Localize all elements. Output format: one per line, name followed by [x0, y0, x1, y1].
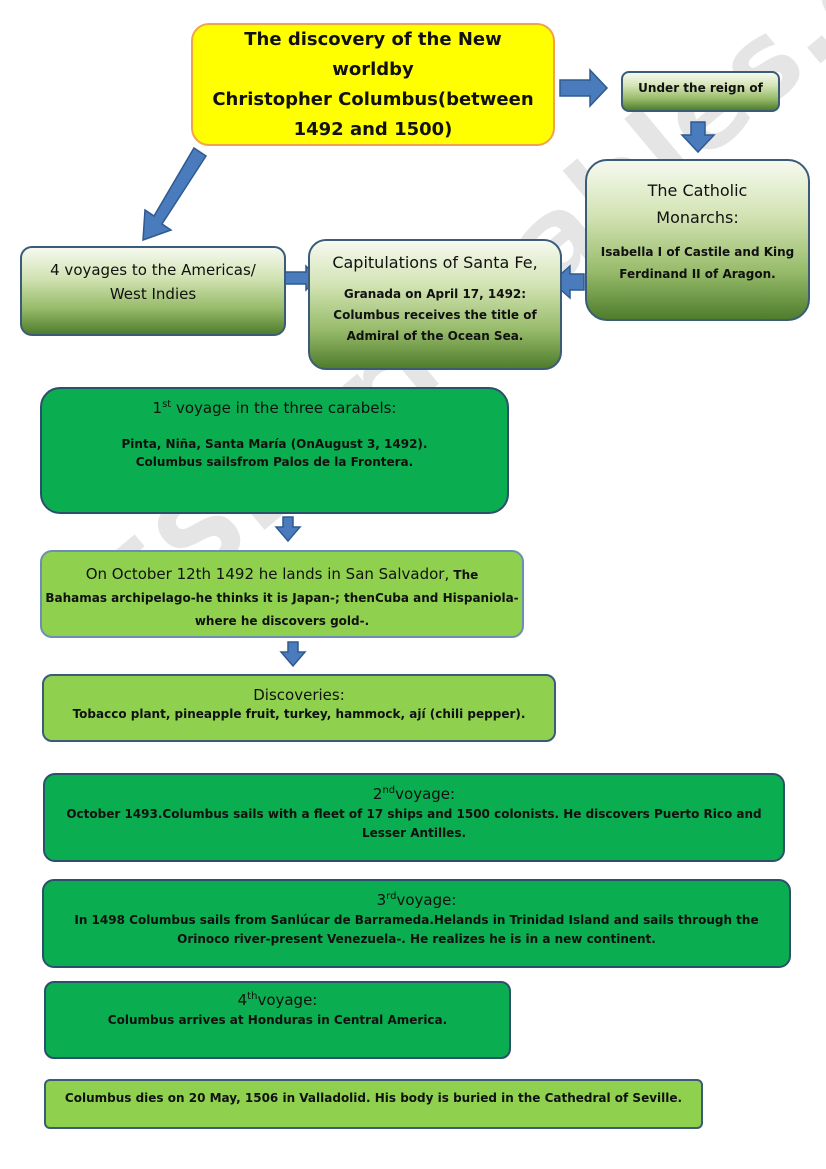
- four-voyages-line-1: 4 voyages to the Americas/: [50, 261, 256, 279]
- voyage-3-ordinal: rd: [386, 891, 397, 902]
- landing-line-2: Bahamas archipelago-he thinks it is Japa…: [45, 591, 519, 605]
- voyage-1-ordinal: st: [162, 399, 172, 410]
- voyage-2-ordinal: nd: [382, 785, 396, 796]
- voyage-3-node: 3rdvoyage: In 1498 Columbus sails from S…: [42, 879, 791, 968]
- voyage-3-number: 3: [376, 891, 387, 909]
- monarchs-heading-line-2: Monarchs:: [656, 208, 739, 227]
- voyage-4-body: Columbus arrives at Honduras in Central …: [107, 1013, 448, 1027]
- reign-label: Under the reign of: [638, 80, 763, 95]
- landing-tail: The: [449, 568, 479, 582]
- title-line-1: The discovery of the New worldby: [244, 28, 502, 80]
- voyage-1-heading-text: voyage in the three carabels:: [171, 399, 397, 417]
- santafe-body: Granada on April 17, 1492: Columbus rece…: [333, 284, 536, 347]
- arrow-down-icon: [274, 516, 302, 543]
- title-line-3: 1492 and 1500): [293, 118, 453, 140]
- monarchs-node: The Catholic Monarchs: Isabella I of Cas…: [585, 159, 810, 321]
- arrow-down-icon: [279, 641, 307, 668]
- landing-line-3: where he discovers gold-.: [194, 614, 370, 628]
- discoveries-node: Discoveries: Tobacco plant, pineapple fr…: [42, 674, 556, 742]
- voyage-3-heading-text: voyage:: [396, 891, 457, 909]
- monarchs-body-line-1: Isabella I of Castile and King: [600, 245, 795, 259]
- diagram-title: The discovery of the New worldby Christo…: [191, 23, 555, 146]
- voyage-4-node: 4thvoyage: Columbus arrives at Honduras …: [44, 981, 511, 1059]
- santafe-heading: Capitulations of Santa Fe,: [332, 253, 538, 272]
- death-node: Columbus dies on 20 May, 1506 in Vallado…: [44, 1079, 703, 1129]
- voyage-4-heading: 4thvoyage:: [238, 991, 318, 1009]
- voyage-1-node: 1st voyage in the three carabels: Pinta,…: [40, 387, 509, 514]
- voyage-4-ordinal: th: [247, 991, 258, 1002]
- four-voyages-node: 4 voyages to the Americas/ West Indies: [20, 246, 286, 336]
- voyage-1-heading: 1st voyage in the three carabels:: [153, 399, 397, 417]
- santafe-node: Capitulations of Santa Fe, Granada on Ap…: [308, 239, 562, 370]
- monarchs-heading-line-1: The Catholic: [647, 181, 748, 200]
- voyage-3-heading: 3rdvoyage:: [377, 891, 457, 909]
- voyage-2-node: 2ndvoyage: October 1493.Columbus sails w…: [43, 773, 785, 862]
- arrow-diagonal-icon: [142, 146, 208, 242]
- death-text: Columbus dies on 20 May, 1506 in Vallado…: [64, 1091, 683, 1105]
- discoveries-heading: Discoveries:: [253, 686, 345, 704]
- four-voyages-line-2: West Indies: [109, 285, 197, 303]
- landing-heading: On October 12th 1492 he lands in San Sal…: [85, 565, 450, 583]
- voyage-2-heading: 2ndvoyage:: [373, 785, 455, 803]
- monarchs-body-line-2: Ferdinand II of Aragon.: [619, 267, 776, 281]
- voyage-1-line-2: Columbus sailsfrom Palos de la Frontera.: [135, 455, 414, 469]
- arrow-down-icon: [680, 121, 716, 154]
- voyage-2-body: October 1493.Columbus sails with a fleet…: [66, 807, 762, 840]
- arrow-right-icon: [559, 68, 609, 108]
- voyage-2-number: 2: [372, 785, 383, 803]
- voyage-3-body: In 1498 Columbus sails from Sanlúcar de …: [74, 913, 759, 946]
- voyage-4-heading-text: voyage:: [257, 991, 318, 1009]
- voyage-4-number: 4: [237, 991, 248, 1009]
- landing-line-1: On October 12th 1492 he lands in San Sal…: [86, 562, 479, 587]
- title-line-2: Christopher Columbus(between: [212, 88, 534, 110]
- voyage-1-body: Pinta, Niña, Santa María (OnAugust 3, 14…: [122, 435, 428, 471]
- santafe-line-2: Columbus receives the title of: [333, 308, 537, 322]
- santafe-line-1: Granada on April 17, 1492:: [343, 287, 527, 301]
- voyage-2-heading-text: voyage:: [395, 785, 456, 803]
- discoveries-body: Tobacco plant, pineapple fruit, turkey, …: [72, 707, 526, 721]
- voyage-1-line-1: Pinta, Niña, Santa María (OnAugust 3, 14…: [121, 437, 428, 451]
- monarchs-heading: The Catholic Monarchs:: [648, 177, 748, 231]
- voyage-1-number: 1: [152, 399, 163, 417]
- santafe-line-3: Admiral of the Ocean Sea.: [346, 329, 524, 343]
- reign-node: Under the reign of: [621, 71, 780, 112]
- monarchs-body: Isabella I of Castile and King Ferdinand…: [601, 241, 795, 285]
- landing-node: On October 12th 1492 he lands in San Sal…: [40, 550, 524, 638]
